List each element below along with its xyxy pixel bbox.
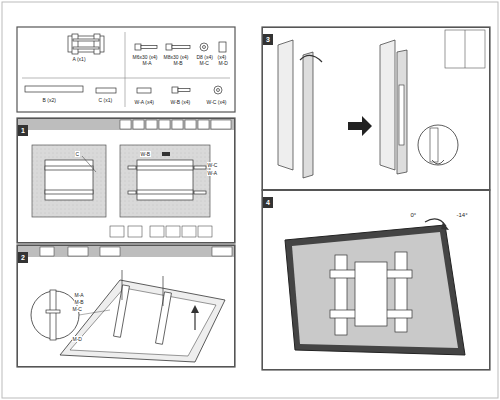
part-label: M-C [199, 60, 209, 66]
part-label: W-C [207, 162, 218, 168]
part-label: M-B [173, 60, 183, 66]
part-label: M-B [74, 299, 84, 305]
part-label: C [75, 151, 80, 157]
part-label: M-C [72, 306, 82, 312]
part-label: M-D [218, 60, 228, 66]
part-label: W-C (x4) [206, 99, 227, 105]
part-label: B (x2) [42, 97, 56, 103]
part-label: W-A [207, 170, 218, 176]
part-label: W-B (x4) [170, 99, 191, 105]
part-label: M-D [72, 336, 82, 342]
part-label: C (x1) [98, 97, 113, 103]
angle-label: 0° [410, 212, 417, 219]
part-label: A (x1) [72, 56, 86, 62]
step-number: 4 [263, 197, 273, 208]
step-number: 1 [18, 125, 28, 136]
step-panel: 2 [17, 245, 235, 367]
step-number: 2 [18, 252, 28, 263]
step-number: 3 [263, 34, 273, 45]
angle-label: -14° [456, 212, 468, 219]
part-label: M-A [142, 60, 152, 66]
step-panel: 3 [262, 27, 490, 190]
part-label: M-A [74, 292, 84, 298]
step-panel: 1 [17, 118, 235, 243]
part-label: W-B [140, 151, 151, 157]
part-label: W-A (x4) [134, 99, 154, 105]
